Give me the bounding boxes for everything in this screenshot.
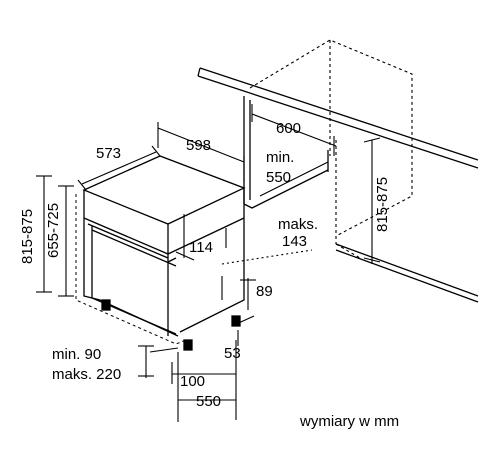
dimension-lines bbox=[36, 104, 381, 422]
units-note: wymiary w mm bbox=[299, 413, 399, 430]
label-base-550: 550 bbox=[196, 393, 221, 410]
label-niche-width: 600 bbox=[276, 120, 301, 137]
label-height-outer: 815-875 bbox=[19, 209, 36, 264]
label-max-depth-1: maks. bbox=[278, 216, 318, 233]
label-base-100: 100 bbox=[180, 373, 205, 390]
label-niche-height: 815-875 bbox=[374, 177, 391, 232]
dimension-labels: 573 598 600 min. 550 815-875 815-875 655… bbox=[19, 120, 399, 430]
label-foot-offset: 53 bbox=[224, 345, 241, 362]
label-top-width: 598 bbox=[186, 137, 211, 154]
niche-drawing bbox=[197, 39, 479, 303]
label-plinth-range-1: min. 90 bbox=[52, 346, 101, 363]
dishwasher-body bbox=[75, 155, 246, 351]
label-plinth-range-2: maks. 220 bbox=[52, 366, 121, 383]
label-door-gap: 114 bbox=[189, 239, 213, 256]
label-plinth-height: 89 bbox=[256, 283, 273, 300]
label-height-inner: 655-725 bbox=[45, 203, 62, 258]
label-niche-min-depth-1: min. bbox=[266, 149, 294, 166]
label-niche-min-depth-2: 550 bbox=[266, 169, 291, 186]
label-top-depth: 573 bbox=[96, 145, 121, 162]
label-max-depth-2: 143 bbox=[282, 233, 307, 250]
